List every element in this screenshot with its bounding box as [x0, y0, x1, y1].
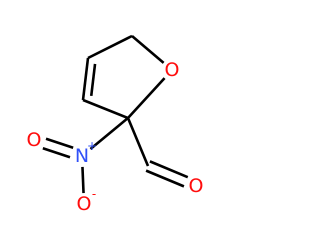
bond-c5-c9	[126, 117, 150, 167]
atom-label-o10: O	[189, 175, 204, 197]
bond-c3-c4-inner	[89, 63, 97, 97]
atom-layer: ON+OO-O	[27, 59, 204, 215]
molecule-structure-diagram: ON+OO-O	[27, 34, 204, 215]
atom-label-o1: O	[165, 59, 180, 81]
charge-n6: +	[87, 139, 97, 153]
charge-o8: -	[92, 187, 96, 201]
bond-n6-o8	[81, 166, 85, 194]
bond-c9-o10-a	[149, 160, 189, 179]
bond-n6-o7-b	[45, 137, 74, 150]
bond-c5-n6	[89, 116, 129, 150]
atom-label-n6: N	[75, 145, 89, 167]
atom-label-o7: O	[27, 129, 42, 151]
bond-layer	[42, 34, 189, 194]
bond-c2-c3	[87, 34, 133, 60]
bond-c9-o10-b	[145, 169, 185, 188]
bond-c5-o1	[127, 77, 166, 119]
bond-o1-c2	[131, 35, 165, 64]
atom-label-o8: O	[77, 193, 92, 215]
bond-c3-c4	[81, 57, 90, 101]
bond-n6-o7-a	[42, 146, 71, 159]
bond-c4-c5	[82, 98, 129, 120]
